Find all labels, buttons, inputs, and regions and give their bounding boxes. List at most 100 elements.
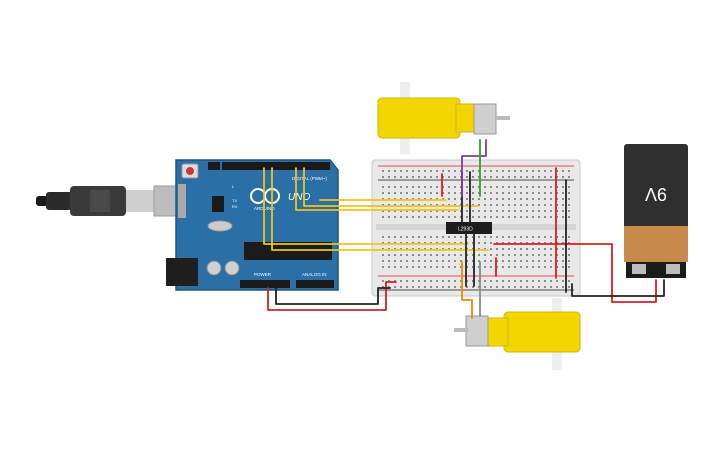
breadboard-hole <box>424 266 426 268</box>
battery-label: 9V <box>645 184 667 204</box>
breadboard-hole <box>532 186 534 188</box>
arduino-uno-board[interactable]: UNO ARDUINO DIGITAL (PWM~) POWER ANALOG … <box>166 159 339 291</box>
breadboard-hole <box>520 216 522 218</box>
breadboard-hole <box>394 216 396 218</box>
breadboard-hole <box>442 210 444 212</box>
breadboard-hole <box>556 266 558 268</box>
breadboard-hole <box>400 176 402 178</box>
breadboard-hole <box>382 170 384 172</box>
breadboard-hole <box>448 192 450 194</box>
breadboard-hole <box>382 248 384 250</box>
breadboard-hole <box>478 236 480 238</box>
breadboard-hole <box>562 236 564 238</box>
breadboard-hole <box>544 286 546 288</box>
breadboard-hole <box>460 204 462 206</box>
breadboard-hole <box>430 248 432 250</box>
breadboard-hole <box>466 204 468 206</box>
wire-red-arduino <box>267 281 397 311</box>
breadboard-hole <box>418 280 420 282</box>
battery-9v[interactable]: 9V <box>624 144 688 278</box>
breadboard-hole <box>394 280 396 282</box>
breadboard-hole <box>544 260 546 262</box>
wire-red-battery <box>493 243 657 303</box>
breadboard-hole <box>430 186 432 188</box>
breadboard-hole <box>568 186 570 188</box>
breadboard-hole <box>400 236 402 238</box>
breadboard-hole <box>454 192 456 194</box>
breadboard-hole <box>412 280 414 282</box>
breadboard-hole <box>472 186 474 188</box>
breadboard-hole <box>430 176 432 178</box>
breadboard-hole <box>538 204 540 206</box>
breadboard-hole <box>478 260 480 262</box>
breadboard-hole <box>466 286 468 288</box>
analog-header <box>296 280 334 288</box>
breadboard-hole <box>520 280 522 282</box>
breadboard-hole <box>550 286 552 288</box>
breadboard-hole <box>388 248 390 250</box>
breadboard-hole <box>472 204 474 206</box>
breadboard-hole <box>526 198 528 200</box>
breadboard-hole <box>436 254 438 256</box>
wire-yellow-4 <box>271 167 489 251</box>
breadboard-hole <box>568 216 570 218</box>
top-gear-motor[interactable] <box>377 82 510 154</box>
breadboard-hole <box>388 176 390 178</box>
breadboard-hole <box>388 204 390 206</box>
breadboard-hole <box>490 248 492 250</box>
breadboard-hole <box>526 286 528 288</box>
breadboard-hole <box>490 210 492 212</box>
breadboard-hole <box>532 176 534 178</box>
l293d-chip[interactable]: L293D <box>446 222 492 234</box>
analog-label: ANALOG IN <box>302 272 327 277</box>
breadboard-hole <box>430 198 432 200</box>
l-label: L <box>232 184 235 189</box>
bottom-gear-motor[interactable] <box>454 298 581 370</box>
breadboard-hole <box>544 192 546 194</box>
breadboard-hole <box>502 204 504 206</box>
rx-label: RX <box>232 204 238 209</box>
breadboard-hole <box>460 286 462 288</box>
breadboard-hole <box>538 242 540 244</box>
breadboard-hole <box>562 242 564 244</box>
breadboard-hole <box>394 266 396 268</box>
breadboard-hole <box>388 210 390 212</box>
breadboard-hole <box>514 236 516 238</box>
breadboard-hole <box>496 254 498 256</box>
breadboard-hole <box>454 242 456 244</box>
breadboard-hole <box>490 260 492 262</box>
breadboard-hole <box>550 254 552 256</box>
breadboard-hole <box>568 280 570 282</box>
breadboard-hole <box>532 236 534 238</box>
breadboard-hole <box>394 210 396 212</box>
breadboard-hole <box>442 198 444 200</box>
breadboard-hole <box>568 192 570 194</box>
breadboard-hole <box>532 192 534 194</box>
breadboard-hole <box>520 242 522 244</box>
breadboard-hole <box>448 216 450 218</box>
breadboard-hole <box>544 210 546 212</box>
breadboard-hole <box>496 242 498 244</box>
breadboard-hole <box>472 248 474 250</box>
breadboard-hole <box>448 186 450 188</box>
breadboard-hole <box>466 236 468 238</box>
breadboard-hole <box>454 210 456 212</box>
breadboard-hole <box>388 242 390 244</box>
breadboard-hole <box>538 248 540 250</box>
breadboard-hole <box>496 248 498 250</box>
breadboard-hole <box>532 210 534 212</box>
breadboard-hole <box>388 216 390 218</box>
usb-cable[interactable] <box>36 185 181 217</box>
breadboard-hole <box>436 280 438 282</box>
breadboard-hole <box>406 280 408 282</box>
breadboard-hole <box>526 176 528 178</box>
breadboard-hole <box>502 254 504 256</box>
breadboard-hole <box>496 286 498 288</box>
breadboard-hole <box>406 198 408 200</box>
breadboard-hole <box>478 286 480 288</box>
breadboard-hole <box>400 260 402 262</box>
breadboard-hole <box>478 170 480 172</box>
breadboard-hole <box>532 248 534 250</box>
breadboard-hole <box>424 170 426 172</box>
power-label: POWER <box>254 272 272 277</box>
